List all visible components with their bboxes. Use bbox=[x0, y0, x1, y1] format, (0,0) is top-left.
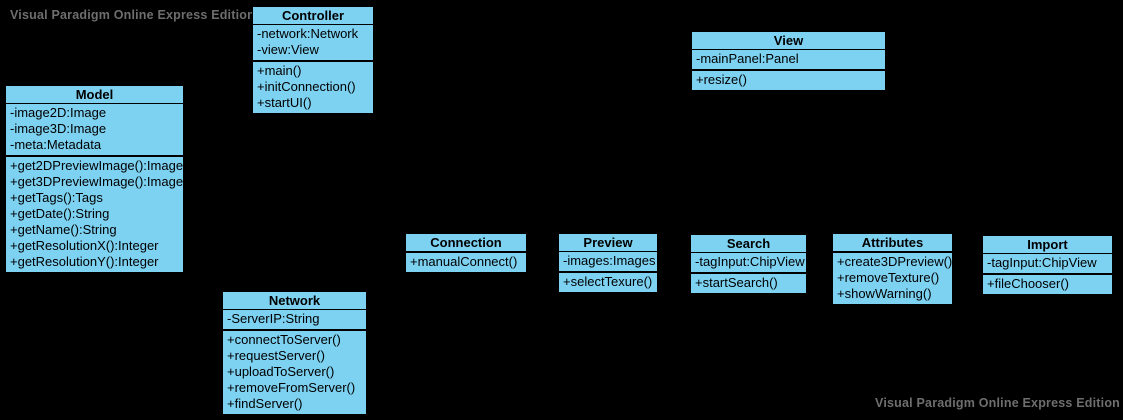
class-method: +selectTexure() bbox=[563, 274, 653, 289]
watermark-bottom-right: Visual Paradigm Online Express Edition bbox=[875, 396, 1120, 410]
class-method: +removeFromServer() bbox=[227, 380, 356, 395]
class-method: +getDate():String bbox=[10, 206, 110, 221]
class-attribute: -image2D:Image bbox=[10, 105, 107, 120]
attributes-compartment: -image2D:Image -image3D:Image -meta:Meta… bbox=[6, 104, 183, 157]
class-model[interactable]: Model -image2D:Image -image3D:Image -met… bbox=[5, 85, 184, 273]
attributes-compartment: -images:Images bbox=[559, 252, 657, 273]
class-attribute: -view:View bbox=[257, 42, 319, 57]
class-network[interactable]: Network -ServerIP:String +connectToServe… bbox=[222, 291, 367, 415]
methods-compartment: +selectTexure() bbox=[559, 273, 657, 292]
class-method: +initConnection() bbox=[257, 79, 356, 94]
methods-compartment: +connectToServer() +requestServer() +upl… bbox=[223, 331, 366, 414]
class-title: Preview bbox=[559, 234, 657, 252]
attributes-compartment: -ServerIP:String bbox=[223, 310, 366, 331]
watermark-top-left: Visual Paradigm Online Express Edition bbox=[10, 8, 255, 22]
class-method: +removeTexture() bbox=[837, 270, 940, 285]
class-title: Connection bbox=[406, 234, 526, 253]
attributes-compartment: -network:Network -view:View bbox=[253, 25, 373, 62]
class-connection[interactable]: Connection +manualConnect() bbox=[405, 233, 527, 273]
class-attribute: -mainPanel:Panel bbox=[696, 51, 799, 66]
class-method: +startSearch() bbox=[695, 275, 778, 290]
class-title: Attributes bbox=[833, 234, 952, 253]
class-search[interactable]: Search -tagInput:ChipView +startSearch() bbox=[690, 234, 807, 294]
class-attribute: -tagInput:ChipView bbox=[695, 254, 805, 269]
methods-compartment: +main() +initConnection() +startUI() bbox=[253, 62, 373, 113]
class-method: +getResolutionX():Integer bbox=[10, 238, 159, 253]
class-import[interactable]: Import -tagInput:ChipView +fileChooser() bbox=[982, 235, 1113, 295]
class-method: +showWarning() bbox=[837, 286, 932, 301]
class-method: +get3DPreviewImage():Image bbox=[10, 174, 184, 189]
class-method: +main() bbox=[257, 63, 302, 78]
class-method: +uploadToServer() bbox=[227, 364, 335, 379]
class-method: +getResolutionY():Integer bbox=[10, 254, 159, 269]
class-method: +connectToServer() bbox=[227, 332, 341, 347]
class-title: Search bbox=[691, 235, 806, 253]
class-title: View bbox=[692, 32, 885, 50]
class-method: +requestServer() bbox=[227, 348, 325, 363]
methods-compartment: +get2DPreviewImage():Image +get3DPreview… bbox=[6, 157, 183, 272]
class-attribute: -meta:Metadata bbox=[10, 137, 102, 152]
methods-compartment: +resize() bbox=[692, 71, 885, 90]
class-method: +startUI() bbox=[257, 95, 312, 110]
class-method: +getName():String bbox=[10, 222, 117, 237]
class-preview[interactable]: Preview -images:Images +selectTexure() bbox=[558, 233, 658, 293]
class-method: +get2DPreviewImage():Image bbox=[10, 158, 184, 173]
methods-compartment: +startSearch() bbox=[691, 274, 806, 293]
attributes-compartment: -tagInput:ChipView bbox=[691, 253, 806, 274]
class-attribute: -tagInput:ChipView bbox=[987, 255, 1097, 270]
class-title: Controller bbox=[253, 7, 373, 25]
class-method: +getTags():Tags bbox=[10, 190, 103, 205]
class-title: Network bbox=[223, 292, 366, 310]
class-title: Model bbox=[6, 86, 183, 104]
class-method: +create3DPreview() bbox=[837, 254, 953, 269]
class-attribute: -image3D:Image bbox=[10, 121, 107, 136]
class-method: +resize() bbox=[696, 72, 747, 87]
class-view[interactable]: View -mainPanel:Panel +resize() bbox=[691, 31, 886, 91]
class-method: +fileChooser() bbox=[987, 276, 1070, 291]
methods-compartment: +manualConnect() bbox=[406, 253, 526, 272]
class-method: +findServer() bbox=[227, 396, 303, 411]
class-attribute: -ServerIP:String bbox=[227, 311, 320, 326]
methods-compartment: +fileChooser() bbox=[983, 275, 1112, 294]
class-method: +manualConnect() bbox=[410, 254, 518, 269]
attributes-compartment: -mainPanel:Panel bbox=[692, 50, 885, 71]
attributes-compartment: -tagInput:ChipView bbox=[983, 254, 1112, 275]
class-attribute: -images:Images bbox=[563, 253, 656, 268]
methods-compartment: +create3DPreview() +removeTexture() +sho… bbox=[833, 253, 952, 304]
class-attribute: -network:Network bbox=[257, 26, 359, 41]
class-attributes[interactable]: Attributes +create3DPreview() +removeTex… bbox=[832, 233, 953, 305]
class-title: Import bbox=[983, 236, 1112, 254]
class-controller[interactable]: Controller -network:Network -view:View +… bbox=[252, 6, 374, 114]
